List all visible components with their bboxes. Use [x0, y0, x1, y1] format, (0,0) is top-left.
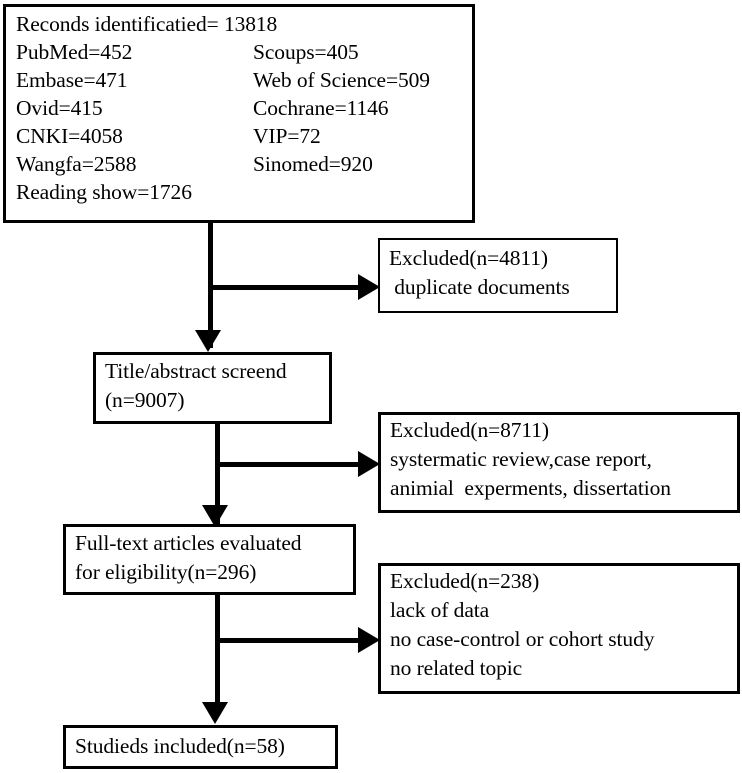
title-abstract-screened-box: Title/abstract screend (n=9007) [93, 352, 332, 424]
records-identified-box: Reconds identificatied= 13818 PubMed=452… [3, 4, 475, 223]
source-reading-show: Reading show=1726 [16, 180, 192, 204]
connector-fulltext-to-excluded [215, 638, 368, 643]
source-sinomed: Sinomed=920 [253, 152, 373, 176]
connector-records-to-excluded [208, 285, 368, 290]
excluded-fulltext-line-3: no case-control or cohort study [390, 627, 655, 651]
arrow-fulltext-to-excluded [358, 627, 380, 653]
source-cnki: CNKI=4058 [16, 124, 123, 148]
excluded-fulltext-line-4: no related topic [390, 656, 523, 680]
connector-fulltext-trunk [215, 595, 220, 702]
excluded-fulltext-line-2: lack of data [390, 598, 490, 622]
studies-included-box: Studieds included(n=58) [63, 725, 338, 769]
excluded-fulltext-line-1: Excluded(n=238) [390, 569, 540, 593]
source-cochrane: Cochrane=1146 [253, 96, 389, 120]
source-web-of-science: Web of Science=509 [253, 68, 430, 92]
source-embase: Embase=471 [16, 68, 128, 92]
source-pubmed: PubMed=452 [16, 40, 133, 64]
source-scoups: Scoups=405 [253, 40, 359, 64]
excluded-criteria-line-3: animial experments, dissertation [390, 476, 671, 500]
excluded-criteria-box: Excluded(n=8711) systermatic review,case… [378, 412, 740, 513]
screened-line-1: Title/abstract screend [105, 359, 287, 383]
excluded-fulltext-box: Excluded(n=238) lack of data no case-con… [378, 563, 740, 694]
arrow-screened-to-fulltext [202, 505, 228, 527]
excluded-duplicates-line-1: Excluded(n=4811) [389, 246, 548, 270]
fulltext-line-2: for eligibility(n=296) [75, 560, 257, 584]
arrow-fulltext-to-included [202, 702, 228, 724]
source-ovid: Ovid=415 [16, 96, 103, 120]
studies-included-line-1: Studieds included(n=58) [75, 734, 285, 758]
excluded-duplicates-box: Excluded(n=4811) duplicate documents [378, 238, 618, 313]
connector-screened-to-excluded [215, 462, 368, 467]
arrow-records-to-screened [195, 330, 221, 352]
screened-line-2: (n=9007) [105, 388, 185, 412]
excluded-criteria-line-1: Excluded(n=8711) [390, 418, 549, 442]
fulltext-line-1: Full-text articles evaluated [75, 531, 302, 555]
excluded-criteria-line-2: systermatic review,case report, [390, 447, 652, 471]
arrow-screened-to-excluded [358, 451, 380, 477]
fulltext-evaluated-box: Full-text articles evaluated for eligibi… [63, 524, 356, 595]
source-vip: VIP=72 [253, 124, 321, 148]
arrow-records-to-excluded [358, 274, 380, 300]
excluded-duplicates-line-2: duplicate documents [389, 275, 570, 299]
source-wangfa: Wangfa=2588 [16, 152, 137, 176]
records-header: Reconds identificatied= 13818 [16, 12, 278, 36]
connector-screened-trunk [215, 424, 220, 528]
